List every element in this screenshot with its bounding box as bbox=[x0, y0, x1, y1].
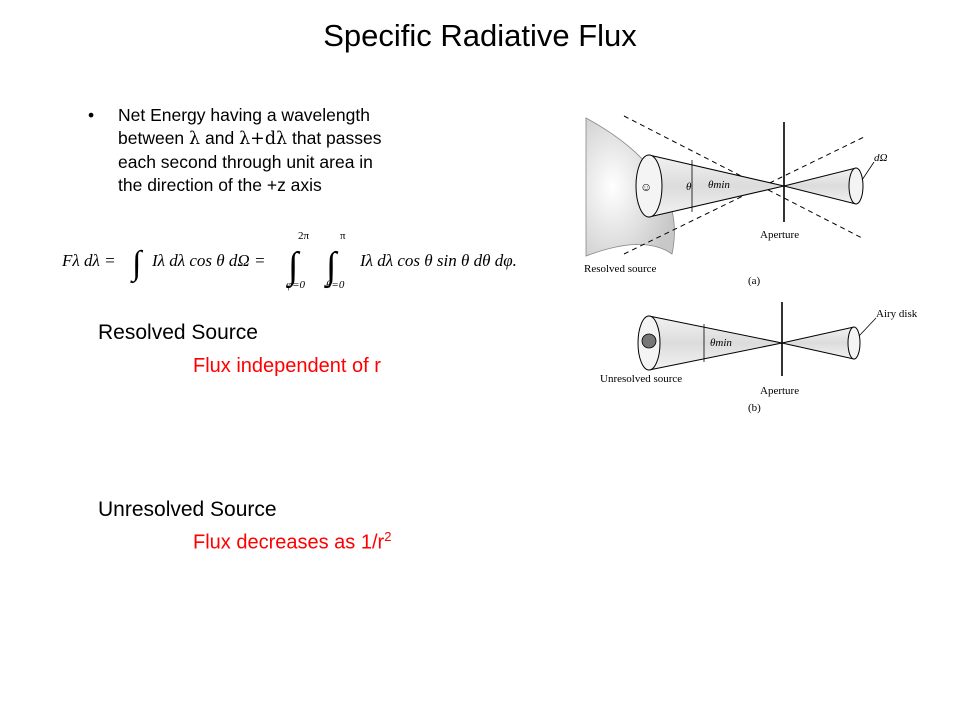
integral-sign-theta: ∫ bbox=[324, 245, 339, 289]
unresolved-source-disk bbox=[641, 333, 657, 349]
airy-disk-label: Airy disk bbox=[876, 308, 918, 320]
panel-a: ☺ θ θmin dΩ Aperture Resolved source (a) bbox=[584, 115, 888, 287]
bullet-text: Net Energy having a wavelength between λ… bbox=[118, 104, 488, 197]
integral-sign-1: ∫ bbox=[130, 245, 144, 284]
bullet-line-1: Net Energy having a wavelength bbox=[118, 105, 370, 125]
right-cone-b bbox=[781, 326, 855, 360]
equation-integrand-2: Iλ dλ cos θ sin θ dθ dφ. bbox=[359, 251, 517, 270]
d-omega-leader bbox=[861, 161, 875, 181]
aperture-label-a: Aperture bbox=[760, 229, 799, 241]
resolved-source-note: Flux independent of r bbox=[193, 355, 381, 377]
panel-b-caption: (b) bbox=[748, 402, 761, 414]
smiley-icon: ☺ bbox=[640, 180, 652, 194]
unresolved-source-caption: Unresolved source bbox=[600, 373, 682, 385]
lower-limit-phi: φ=0 bbox=[286, 279, 306, 291]
cone-base-ellipse-a bbox=[635, 154, 663, 218]
solid-angle-ellipse bbox=[848, 167, 864, 205]
bullet-line-2-a: between bbox=[118, 128, 190, 148]
aperture-diagram: ☺ θ θmin dΩ Aperture Resolved source (a)… bbox=[584, 115, 918, 414]
lower-limit-theta: θ=0 bbox=[326, 279, 345, 291]
integral-sign-phi: ∫ bbox=[286, 245, 301, 289]
unresolved-source-note: Flux decreases as 1/r2 bbox=[193, 529, 391, 555]
equation-lhs: Fλ dλ = bbox=[61, 251, 116, 270]
airy-disk-leader bbox=[858, 317, 877, 337]
theta-label-a: θ bbox=[686, 181, 692, 193]
bullet-line-3: each second through unit area in bbox=[118, 152, 373, 172]
resolved-source-sphere bbox=[585, 117, 675, 257]
bullet-line-2: between λ and λ+dλ that passes bbox=[118, 127, 488, 151]
unresolved-note-text: Flux decreases as 1/r bbox=[193, 531, 385, 554]
airy-disk-ellipse bbox=[847, 326, 861, 360]
right-cone-a bbox=[783, 167, 857, 205]
resolved-source-label: Resolved Source bbox=[98, 321, 258, 344]
theta-min-label-b: θmin bbox=[710, 337, 732, 349]
flux-equation: Fλ dλ = ∫ Iλ dλ cos θ dΩ = ∫ 2π φ=0 ∫ π … bbox=[61, 230, 517, 291]
panel-b: θmin Airy disk Unresolved source Apertur… bbox=[600, 302, 918, 414]
resolved-source-caption: Resolved source bbox=[584, 263, 657, 275]
panel-a-caption: (a) bbox=[748, 275, 761, 287]
equation-integrand-1: Iλ dλ cos θ dΩ = bbox=[151, 251, 265, 270]
upper-limit-phi: 2π bbox=[298, 230, 310, 242]
bullet-line-2-c: that passes bbox=[287, 128, 382, 148]
d-omega-label: dΩ bbox=[874, 152, 888, 164]
aperture-label-b: Aperture bbox=[760, 385, 799, 397]
unresolved-note-exponent: 2 bbox=[384, 529, 392, 544]
lambda-plus-dlambda: λ+dλ bbox=[239, 129, 288, 149]
bullet-marker: • bbox=[88, 105, 95, 125]
unresolved-source-label: Unresolved Source bbox=[98, 498, 277, 521]
bullet-line-4: the direction of the +z axis bbox=[118, 175, 322, 195]
upper-limit-theta: π bbox=[340, 230, 346, 242]
bullet-line-2-b: and bbox=[200, 128, 240, 148]
page-title: Specific Radiative Flux bbox=[323, 18, 637, 53]
lambda-symbol: λ bbox=[189, 129, 201, 149]
theta-min-label-a: θmin bbox=[708, 179, 730, 191]
